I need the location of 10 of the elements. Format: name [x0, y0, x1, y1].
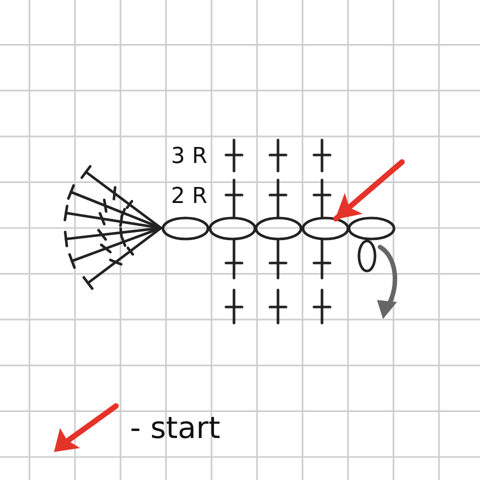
- chain-stitch: [254, 216, 302, 240]
- chain-stitch: [346, 216, 396, 240]
- row-label: 3 R: [171, 146, 208, 168]
- legend-label: - start: [130, 414, 220, 444]
- row-label: 2 R: [171, 186, 208, 208]
- chain-stitch: [300, 216, 350, 240]
- chain-stitch: [357, 239, 377, 273]
- arrow: [333, 159, 405, 222]
- chain-stitch: [160, 216, 210, 240]
- chain-stitch: [208, 216, 256, 240]
